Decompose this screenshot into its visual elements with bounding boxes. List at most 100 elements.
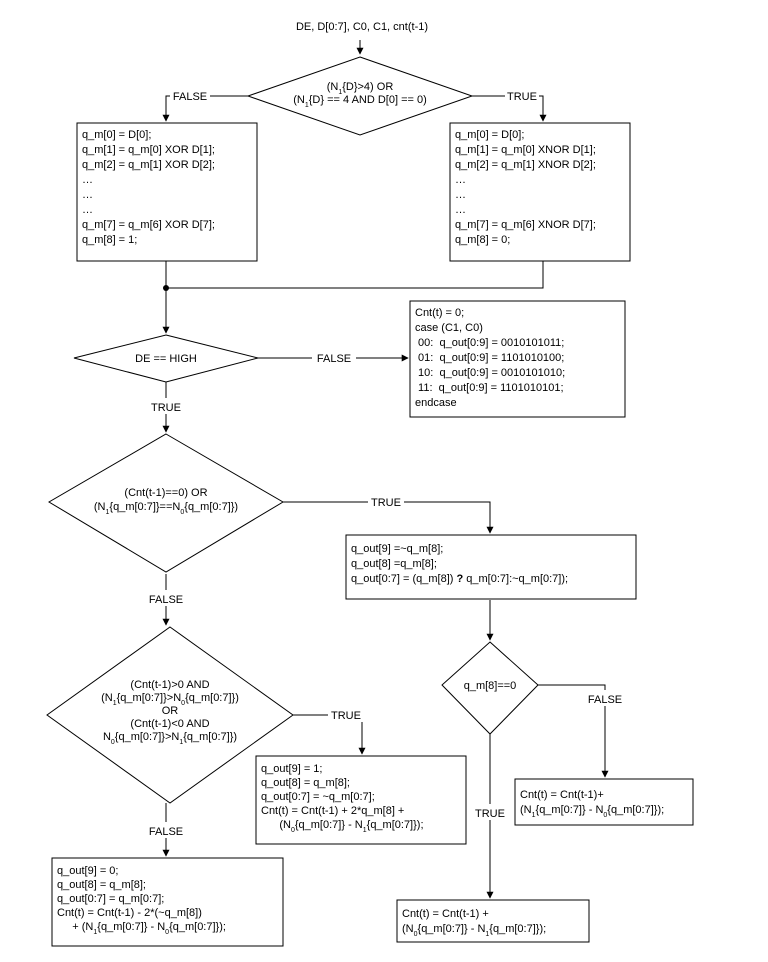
text-line-7-seg-0: q_m[8] = 0;: [455, 234, 510, 246]
qout-balanced-box: q_out[9] =~q_m[8];q_out[8] =q_m[8];q_out…: [345, 534, 637, 600]
decision1-false-label: FALSE: [173, 91, 207, 103]
text-line-2-seg-0: q_out[0:7] = (q_m[8]): [351, 573, 456, 585]
text-line-0-seg-0: Cnt(t) = Cnt(t-1) +: [402, 908, 489, 920]
text-line-2-seg-0: OR: [162, 705, 179, 717]
text-line-0-seg-0: Cnt(t) = 0;: [415, 307, 464, 319]
input-signals-label: DE, D[0:7], C0, C1, cnt(t-1): [296, 21, 428, 33]
text-line-0-seg-0: (N: [327, 81, 339, 93]
text-line-1-seg-0: (N: [101, 692, 113, 704]
xnor-encoding-box: q_m[0] = D[0]; q_m[1] = q_m[0] XNOR D[1];…: [449, 122, 631, 262]
connectors: [162, 40, 609, 899]
text-line-6-seg-0: q_m[7] = q_m[6] XNOR D[7];: [455, 219, 596, 231]
text-line-1-seg-0: q_out[8] = q_m[8];: [57, 879, 146, 891]
decision2-false-label: FALSE: [149, 594, 183, 606]
text-line-0-seg-1: 1: [338, 89, 342, 96]
decision-de-high: DE == HIGH: [73, 334, 259, 383]
text-line-1-seg-3: 0: [603, 812, 607, 819]
invert-output-text: q_out[9] = 1;q_out[8] = q_m[8];q_out[0:7…: [261, 763, 424, 834]
decision2-true-label: TRUE: [371, 497, 401, 509]
text-line-4-seg-2: {q_m[0:7]} - N: [295, 819, 363, 831]
text-line-1-seg-0: (N: [293, 94, 305, 106]
text-line-4-seg-4: {q_m[0:7]});: [169, 921, 226, 933]
text-line-1-seg-2: {q_m[0:7]}==N: [109, 501, 180, 513]
arrow-decision1-false: [162, 95, 248, 122]
text-line-1-seg-0: case (C1, C0): [415, 322, 483, 334]
arrow-decision1-true: [472, 95, 547, 122]
text-line-7-seg-0: q_m[8] = 1;: [82, 234, 137, 246]
text-line-1-seg-4: {q_m[0:7]});: [607, 804, 664, 816]
de-false-label: FALSE: [317, 353, 351, 365]
text-line-0-seg-0: q_m[0] = D[0];: [82, 129, 151, 141]
text-line-4-seg-1: 1: [93, 929, 97, 936]
text-line-5-seg-0: …: [455, 204, 466, 216]
text-line-4-seg-0: …: [82, 189, 93, 201]
xor-encoding-box: q_m[0] = D[0]; q_m[1] = q_m[0] XOR D[1]; q…: [76, 122, 258, 262]
text-line-1-seg-4: {q_m[0:7]}): [184, 501, 238, 513]
qout-balanced-text: q_out[9] =~q_m[8];q_out[8] =q_m[8];q_out…: [351, 543, 568, 585]
de-true-label: TRUE: [151, 402, 181, 414]
text-line-4-seg-2: {q_m[0:7]} - N: [97, 921, 165, 933]
count-update-false-text: Cnt(t) = Cnt(t-1)+(N1{q_m[0:7]} - N0{q_m…: [520, 789, 664, 819]
text-line-0-seg-0: q_m[0] = D[0];: [455, 129, 524, 141]
decision-balanced: (Cnt(t-1)==0) OR(N1{q_m[0:7]}==N0{q_m[0:…: [48, 433, 284, 573]
decision-balanced-text: (Cnt(t-1)==0) OR(N1{q_m[0:7]}==N0{q_m[0:…: [94, 487, 238, 516]
decision-disparity-text: (Cnt(t-1)>0 AND(N1{q_m[0:7]}>N0{q_m[0:7]…: [101, 679, 239, 746]
xnor-encoding-text: q_m[0] = D[0]; q_m[1] = q_m[0] XNOR D[1];…: [455, 129, 596, 246]
decision-popcount-text: (N1{D}>4) OR(N1{D} == 4 AND D[0] == 0): [293, 81, 427, 109]
text-line-1-seg-1: 0: [414, 931, 418, 938]
count-update-false-box: Cnt(t) = Cnt(t-1)+(N1{q_m[0:7]} - N0{q_m…: [514, 778, 694, 826]
decision-qm8: q_m[8]==0: [441, 641, 539, 735]
text-line-3-seg-0: 01: q_out[0:9] = 1101010100;: [415, 352, 564, 364]
text-line-1-seg-2: {D} == 4 AND D[0] == 0): [309, 94, 427, 106]
decision4-true-label: TRUE: [475, 808, 505, 820]
text-line-4-seg-1: 0: [111, 739, 115, 746]
text-line-4-seg-3: 1: [363, 827, 367, 834]
text-line-1-seg-3: 0: [181, 700, 185, 707]
control-tokens-text: Cnt(t) = 0;case (C1, C0) 00: q_out[0:9] …: [415, 307, 565, 409]
text-line-0-seg-0: Cnt(t) = Cnt(t-1)+: [520, 789, 604, 801]
text-line-1-seg-2: {q_m[0:7]} - N: [536, 804, 604, 816]
text-line-1-seg-0: q_out[8] = q_m[8];: [261, 777, 350, 789]
non-invert-output-text: q_out[9] = 0; q_out[8] = q_m[8]; q_out[0:7…: [57, 865, 226, 936]
text-line-1-seg-1: 1: [305, 102, 309, 109]
text-line-5-seg-0: …: [82, 204, 93, 216]
text-line-1-seg-0: q_m[1] = q_m[0] XNOR D[1];: [455, 144, 596, 156]
text-line-1-seg-0: (N: [402, 923, 414, 935]
line-decision4-false-top: [538, 684, 606, 690]
text-line-4-seg-4: {q_m[0:7]}): [183, 731, 237, 743]
line-xnor-merge: [166, 261, 544, 289]
count-update-true-text: Cnt(t) = Cnt(t-1) +(N0{q_m[0:7]} - N1{q_…: [402, 908, 546, 938]
decision3-false-label: FALSE: [149, 826, 183, 838]
text-line-2-seg-0: q_out[0:7] = q_m[0:7];: [57, 893, 164, 905]
text-line-4-seg-0: N: [103, 731, 111, 743]
decision-de-text: DE == HIGH: [135, 353, 197, 365]
text-line-1-seg-2: {q_m[0:7]}>N: [117, 692, 182, 704]
text-line-0-seg-0: q_out[9] = 0;: [57, 865, 118, 877]
text-line-2-seg-0: q_m[2] = q_m[1] XNOR D[2];: [455, 159, 596, 171]
text-line-4-seg-3: 0: [165, 929, 169, 936]
text-line-2-seg-1: ?: [456, 573, 463, 585]
text-line-4-seg-2: {q_m[0:7]}>N: [115, 731, 180, 743]
text-line-4-seg-0: …: [455, 189, 466, 201]
count-update-true-box: Cnt(t) = Cnt(t-1) +(N0{q_m[0:7]} - N1{q_…: [396, 899, 590, 943]
xor-encoding-text: q_m[0] = D[0]; q_m[1] = q_m[0] XOR D[1]; q…: [82, 129, 215, 246]
decision-qm8-text: q_m[8]==0: [464, 680, 517, 692]
text-line-4-seg-0: (N: [261, 819, 291, 831]
text-line-1-seg-3: 1: [485, 931, 489, 938]
text-line-3-seg-0: (Cnt(t-1)<0 AND: [130, 718, 209, 730]
control-tokens-box: Cnt(t) = 0;case (C1, C0) 00: q_out[0:9] …: [409, 300, 626, 418]
text-line-4-seg-1: 0: [291, 827, 295, 834]
text-line-1-seg-0: q_m[1] = q_m[0] XOR D[1];: [82, 144, 215, 156]
decision-popcount-d: (N1{D}>4) OR(N1{D} == 4 AND D[0] == 0): [246, 56, 474, 136]
text-line-2-seg-0: q_out[0:7] = ~q_m[0:7];: [261, 791, 375, 803]
text-line-1-seg-1: 1: [113, 700, 117, 707]
text-line-4-seg-0: 10: q_out[0:9] = 0010101010;: [415, 367, 565, 379]
text-line-3-seg-0: …: [82, 174, 93, 186]
text-line-1-seg-0: (N: [94, 501, 106, 513]
text-line-5-seg-0: 11: q_out[0:9] = 1101010101;: [415, 382, 564, 394]
decision-disparity: (Cnt(t-1)>0 AND(N1{q_m[0:7]}>N0{q_m[0:7]…: [46, 626, 294, 804]
text-line-1-seg-1: 1: [106, 509, 110, 516]
text-line-1-seg-3: 0: [180, 509, 184, 516]
text-line-4-seg-0: + (N: [57, 921, 93, 933]
